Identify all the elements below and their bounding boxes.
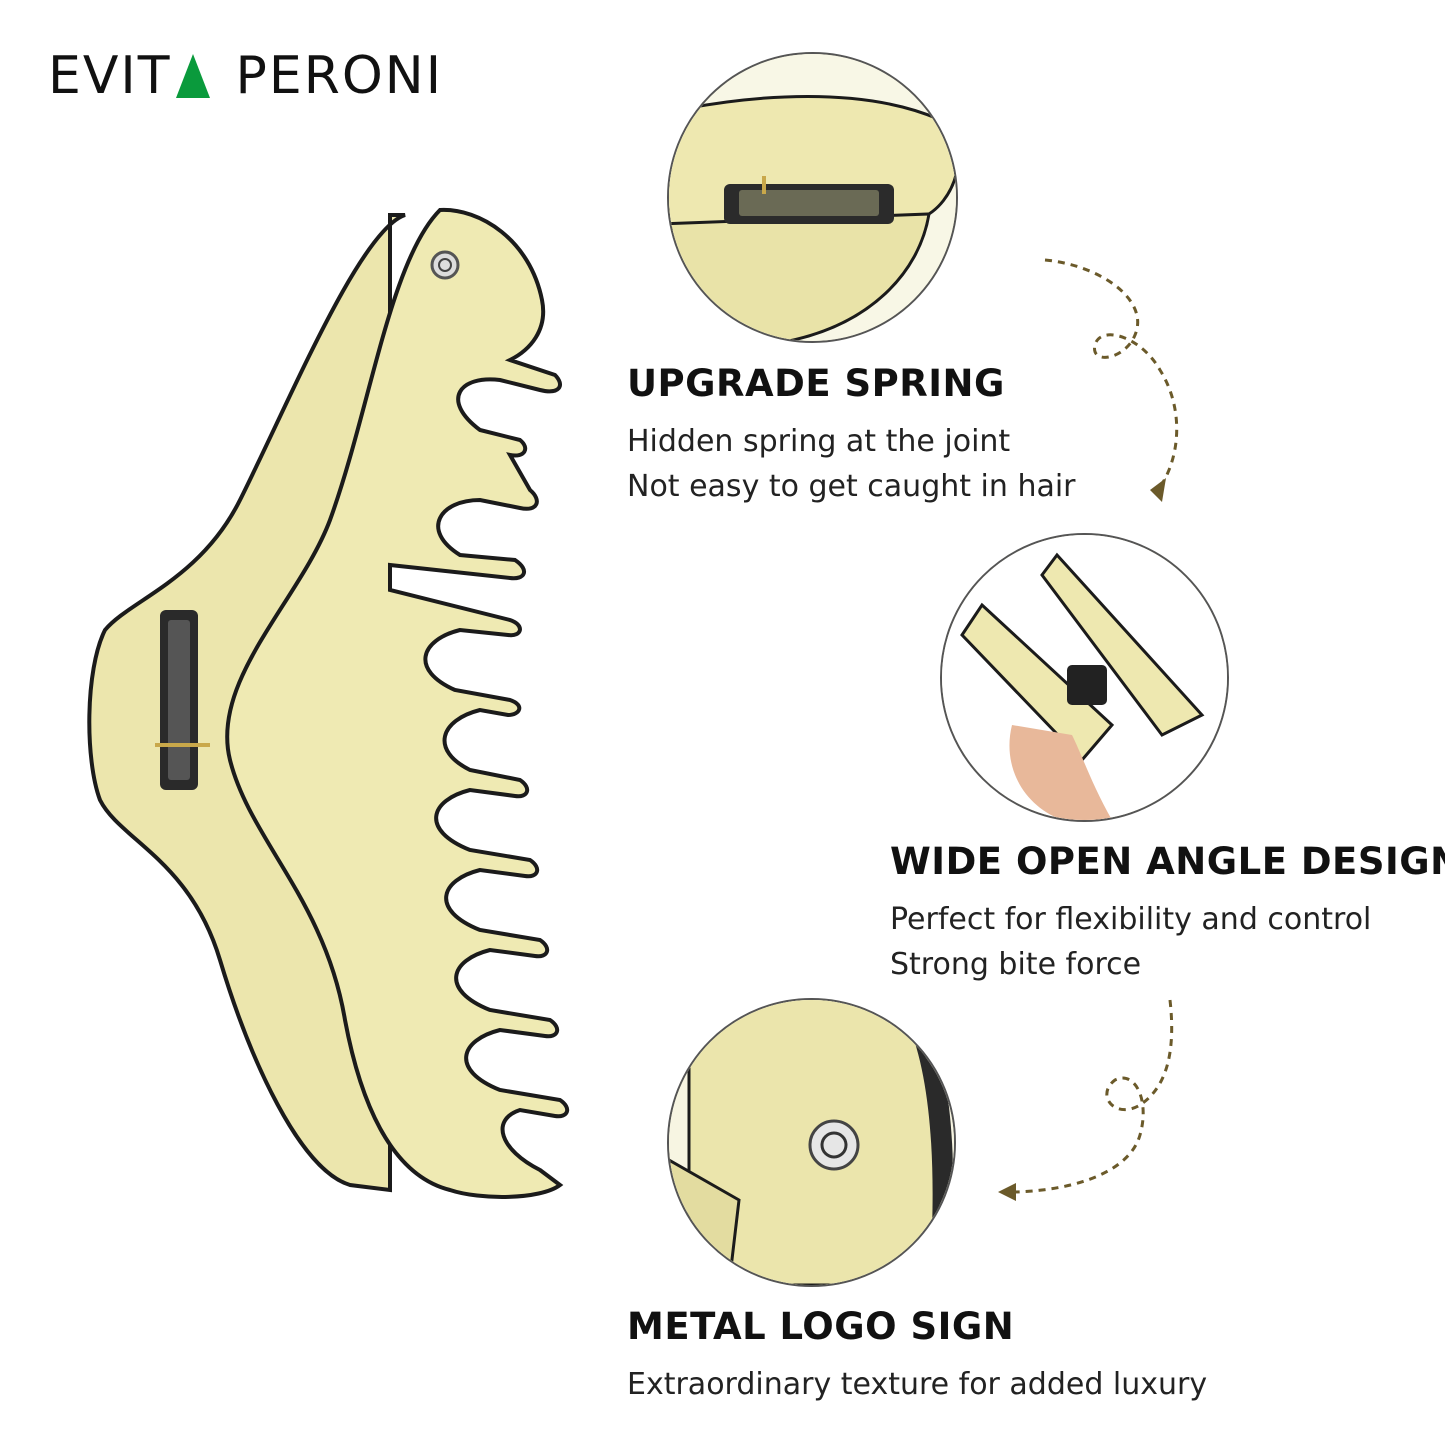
- open-clip-image: [940, 533, 1229, 822]
- feature-title: METAL LOGO SIGN: [627, 1305, 1015, 1348]
- feature-line: Not easy to get caught in hair: [627, 469, 1076, 504]
- feature-line: Extraordinary texture for added luxury: [627, 1367, 1208, 1402]
- brand-triangle-icon: [175, 54, 210, 98]
- feature-wide-open-angle: WIDE OPEN ANGLE DESIGN Perfect for flexi…: [890, 840, 1445, 987]
- feature-line: Perfect for flexibility and control: [890, 902, 1372, 937]
- brand-word-2: PERONI: [235, 46, 444, 106]
- metal-logo-image: [667, 998, 956, 1287]
- feature-metal-logo: METAL LOGO SIGN Extraordinary texture fo…: [627, 1305, 1207, 1407]
- feature-title: UPGRADE SPRING: [627, 362, 1005, 405]
- feature-upgrade-spring: UPGRADE SPRING Hidden spring at the join…: [627, 362, 1076, 509]
- dashed-arrow-icon: [1044, 258, 1179, 502]
- spring-closeup-image: [667, 52, 958, 343]
- open-clip-icon: [942, 535, 1227, 820]
- hair-clip-image: [87, 207, 570, 1199]
- dashed-arrow-icon: [998, 999, 1174, 1201]
- brand-word-1: EVIT: [48, 46, 172, 106]
- feature-title: WIDE OPEN ANGLE DESIGN: [890, 840, 1445, 883]
- brand-logo: EVIT PERONI: [48, 50, 443, 102]
- feature-line: Strong bite force: [890, 947, 1142, 982]
- spring-closeup-icon: [669, 54, 956, 341]
- feature-line: Hidden spring at the joint: [627, 424, 1011, 459]
- metal-logo-icon: [669, 1000, 954, 1285]
